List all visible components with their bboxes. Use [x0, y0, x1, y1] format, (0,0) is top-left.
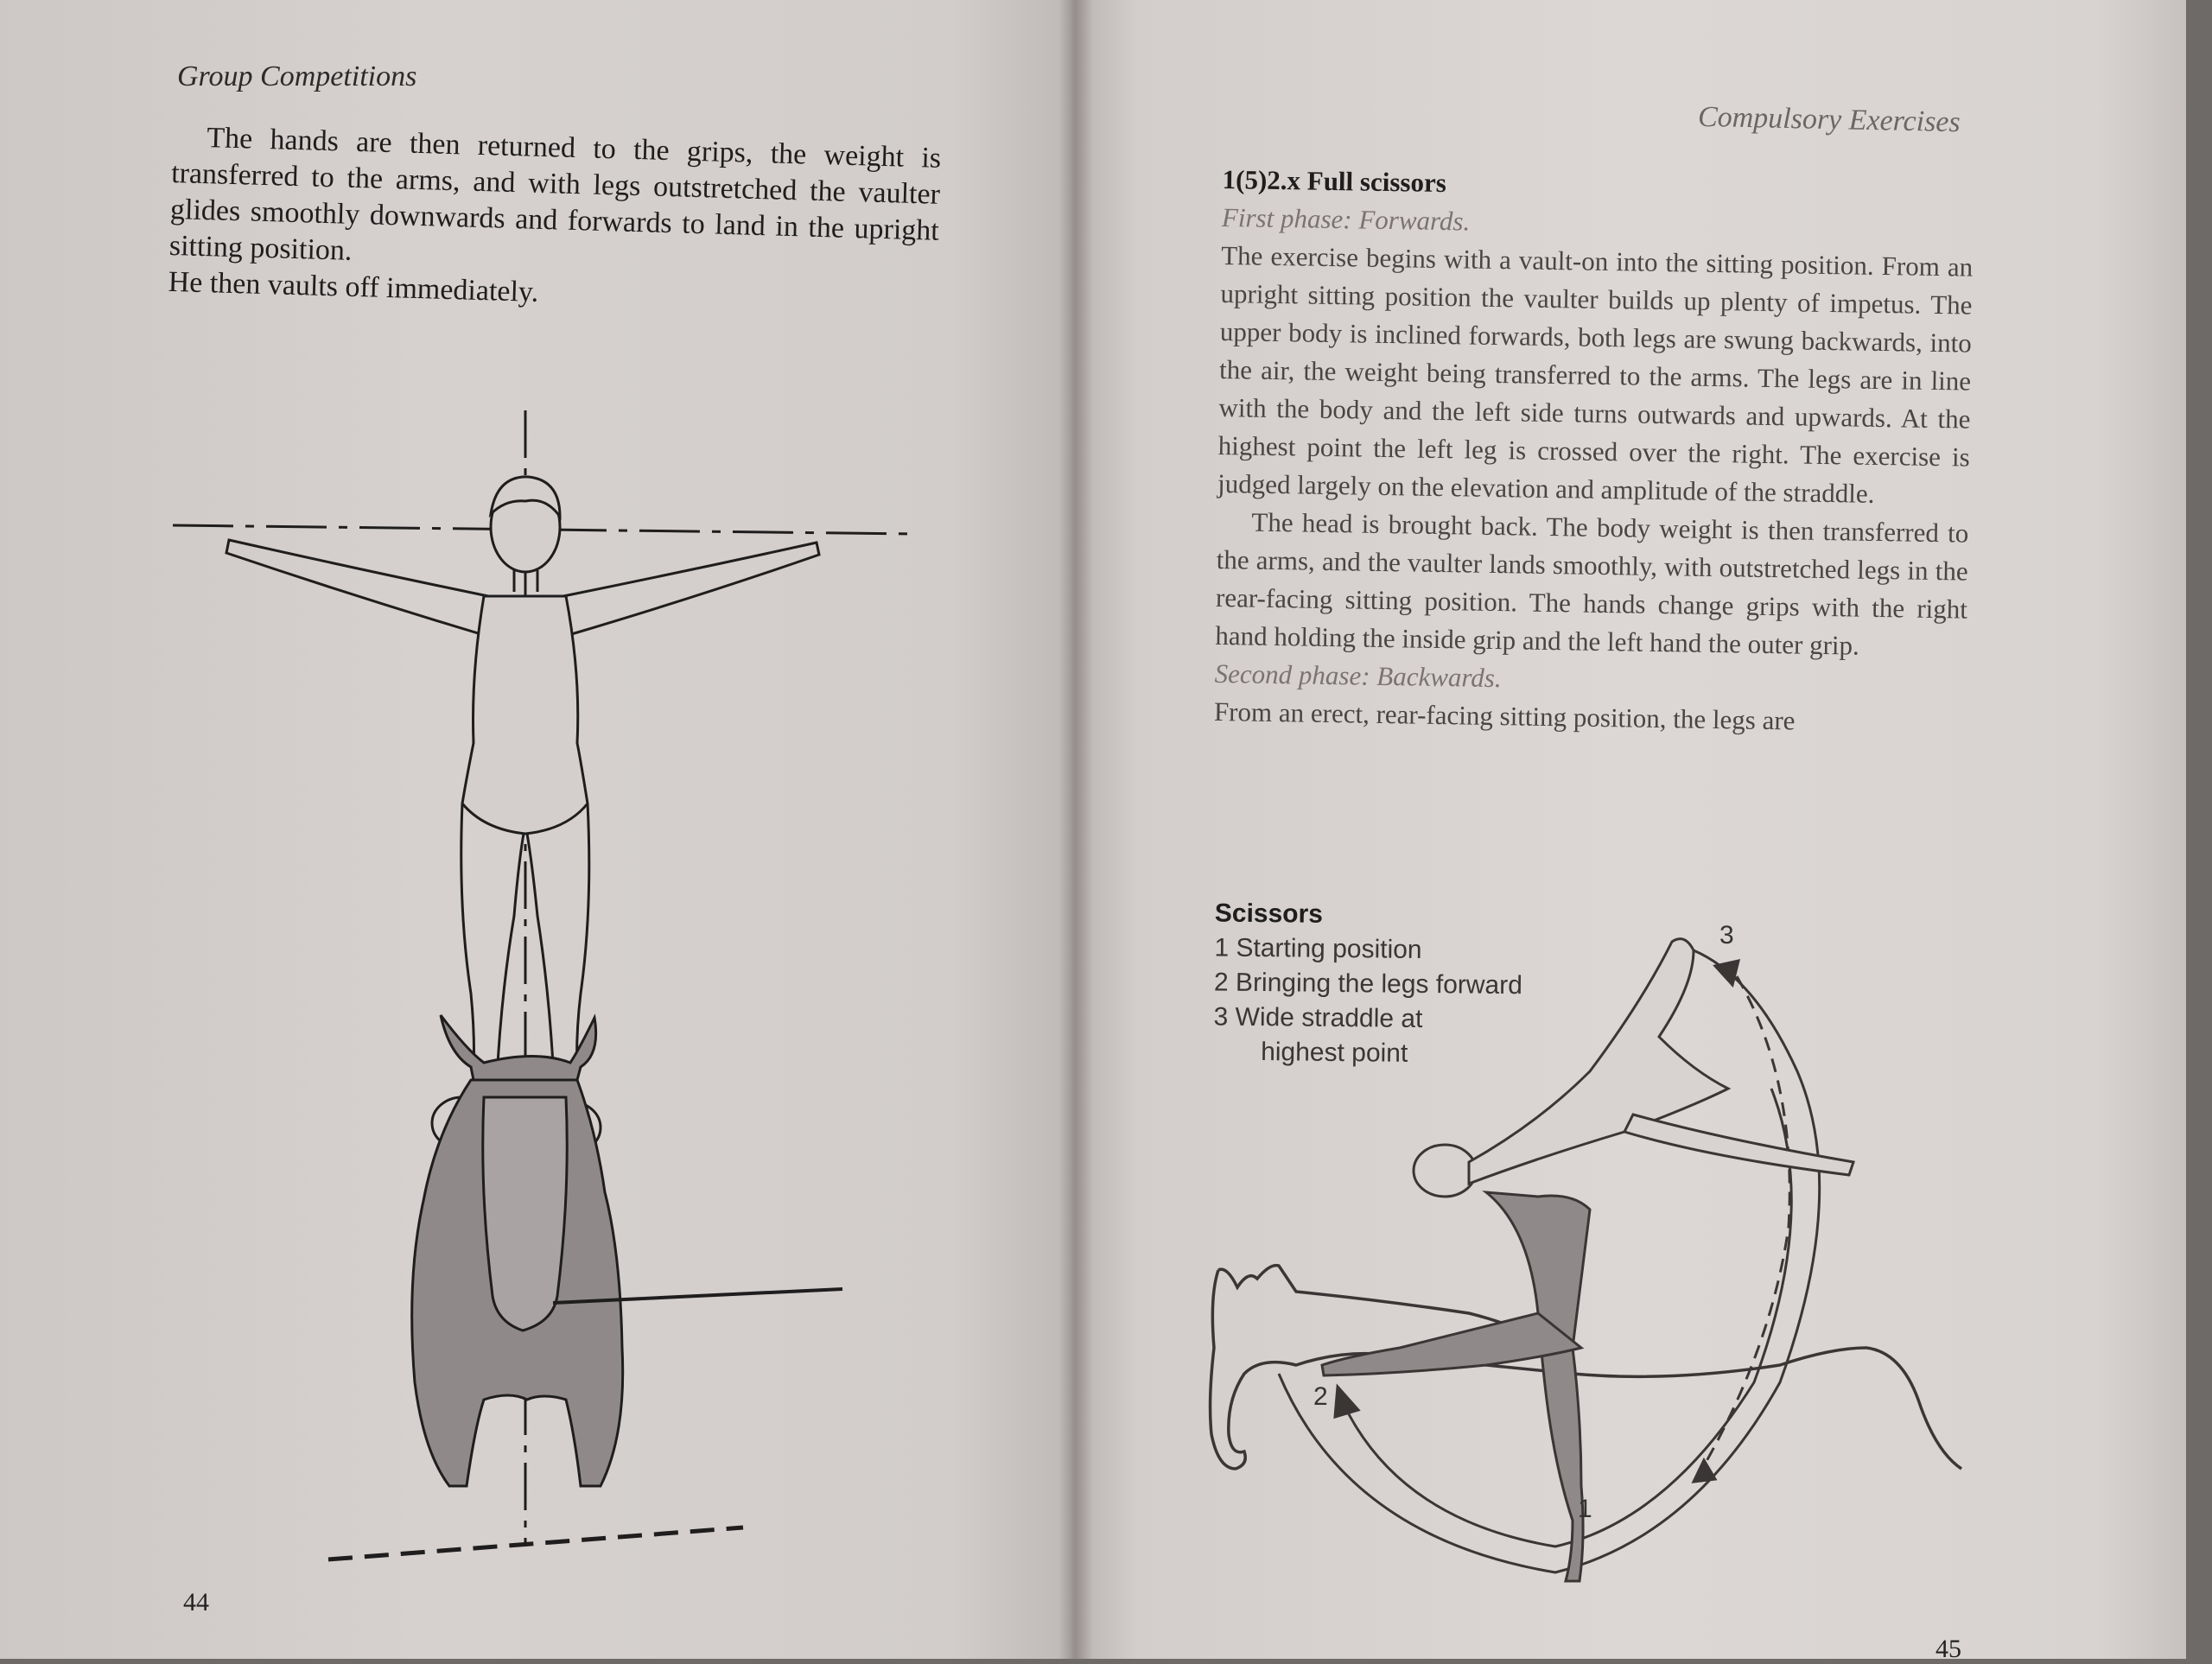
standing-vaulter-illustration [172, 410, 917, 1562]
figure-label-3: 3 [1719, 921, 1734, 949]
left-page-number: 44 [183, 1588, 209, 1616]
right-page [1071, 0, 2186, 1659]
figure-label-2: 2 [1313, 1382, 1328, 1411]
right-page-number: 45 [1936, 1635, 1961, 1663]
figure-label-1: 1 [1578, 1495, 1592, 1523]
book-gutter [1058, 0, 1093, 1659]
left-running-head: Group Competitions [177, 60, 417, 92]
left-page: Group Competitions The hands are then re… [0, 0, 1080, 1659]
